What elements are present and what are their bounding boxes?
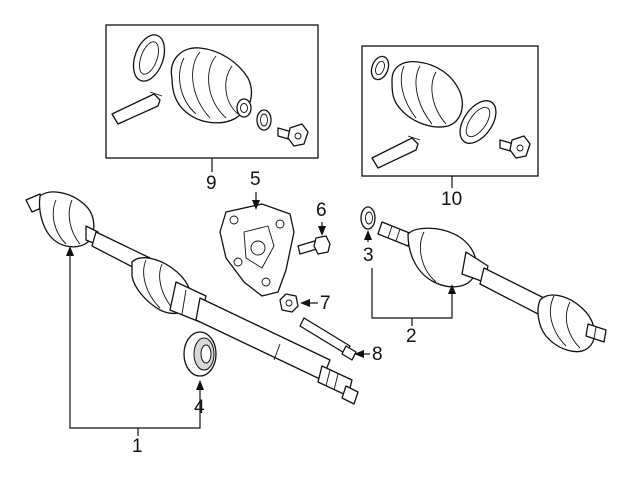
bolt-6 [297,235,331,255]
seal-3 [360,206,376,230]
callout-4: 4 [194,397,205,418]
kit9-bolt [277,123,309,147]
callout-7: 7 [320,293,331,314]
leader-8-arrow [354,350,364,358]
boot-kit-10 [361,45,539,177]
axle-shaft-1 [25,191,359,405]
callout-8: 8 [372,344,383,365]
callout-10: 10 [441,189,463,210]
boot-kit-9 [105,24,319,159]
leader-1 [69,248,201,429]
leader-5-arrow [252,200,260,210]
leader-1-arrow [66,246,74,256]
callout-1: 1 [132,436,143,457]
kit10-boot [391,60,463,128]
callout-3: 3 [363,245,374,266]
leader-7-arrow [300,299,310,307]
callout-9: 9 [206,173,217,194]
kit9-boot [170,47,253,124]
bracket-5 [219,203,295,297]
callout-6: 6 [316,200,327,221]
nut-7 [279,293,299,313]
callout-5: 5 [250,169,261,190]
seal-ring-4 [183,331,217,377]
axle-shaft-2 [377,221,607,353]
leader-6-arrow [318,226,326,236]
kit10-clamp [371,135,421,169]
kit10-bolt [499,135,531,159]
leader-3-arrow [364,230,372,240]
kit9-small-ring [256,109,272,131]
kit10-seal-ring [459,100,497,144]
kit10-small-ring [370,55,390,81]
leader-4-arrow [196,380,204,390]
stud-8 [299,317,357,361]
kit9-seal-ring [132,34,166,82]
callout-2: 2 [406,326,417,347]
leader-2-arrow [448,284,456,294]
kit9-clamp [111,91,163,125]
